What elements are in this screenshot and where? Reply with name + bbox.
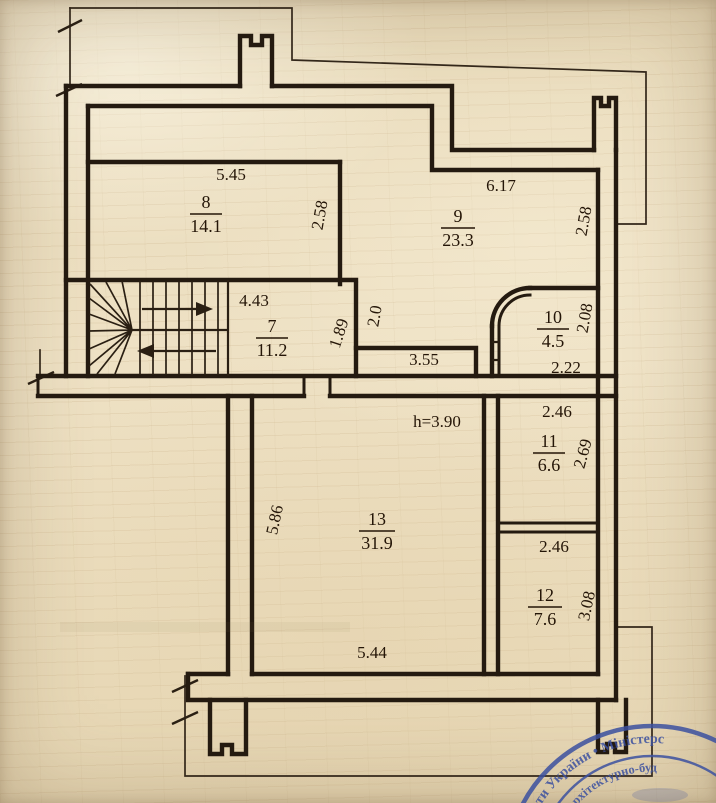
room-7-label: 7 11.2 [256,316,288,360]
room9-bottom-wall [353,345,479,379]
ceiling-height-note: h=3.90 [413,412,461,431]
dim-room13-bottom: 5.44 [357,643,387,662]
stamp-smudge [632,788,688,802]
room-10-label: 10 4.5 [537,307,569,351]
tick-mark [57,18,83,34]
dim-room7-top: 4.43 [239,291,269,310]
faint-handwriting-smudge [60,622,350,632]
room-13-label: 13 31.9 [359,509,395,553]
tick-mark [171,710,199,726]
dim-room8-top: 5.45 [216,165,246,184]
dim-room9-right: 2.58 [572,205,596,238]
top-wall-inner [85,103,601,173]
room-area: 14.1 [190,216,222,236]
room-number: 10 [544,307,562,327]
room11-12-divider [496,521,600,534]
room-12-label: 12 7.6 [528,585,562,629]
rooms11-12-left-wall [481,393,501,677]
room-number: 12 [536,585,554,605]
tick-mark [171,678,199,694]
room-area: 31.9 [361,533,393,553]
chimney-bottom-left [207,697,249,757]
outline-top-right [69,7,647,225]
dimension-labels: 5.45 2.58 6.17 2.58 4.43 1.89 2.0 3.55 2… [216,165,599,662]
chimney-bottom-right [595,697,629,755]
room-9-label: 9 23.3 [441,206,475,250]
room-number: 8 [202,192,211,212]
room-area: 7.6 [534,609,557,629]
stamp-outer-ring [520,723,716,803]
room-area: 23.3 [442,230,474,250]
dim-hall-width: 3.55 [409,350,439,369]
room-number: 7 [268,316,277,336]
dim-room9-left-lower: 2.0 [363,304,385,328]
stair-up-arrow-head [196,302,213,316]
middle-wall-caps [36,374,332,398]
room-number: 13 [368,509,386,529]
room-number: 9 [454,206,463,226]
stair-down-arrow-head [137,344,154,358]
official-stamp: ти України • Міністерс архітектурно-буд [520,723,716,803]
room-area: 11.2 [257,340,288,360]
room-11-label: 11 6.6 [533,431,565,475]
dim-room10-right: 2.08 [573,302,597,335]
bottom-wall-outer [185,671,619,703]
projection-outline [39,7,653,777]
room-area: 4.5 [542,331,565,351]
dimension-ticks [27,18,199,726]
room13-left-wall [225,393,255,677]
stair-winder-treads [88,280,133,375]
stair-treads [139,281,219,375]
room-number: 11 [540,431,557,451]
stamp-inner-ring [557,754,716,803]
chimney-top-right [591,95,619,153]
dim-niche: 1.89 [325,316,352,350]
exterior-walls [63,33,629,757]
staircase [88,280,230,376]
dim-room12-right: 3.08 [574,589,599,622]
dim-room13-left: 5.86 [262,503,287,536]
chimney-top-left [237,33,275,89]
room-labels: 8 14.1 9 23.3 7 11.2 10 4.5 11 6.6 12 7.… [190,192,569,629]
dim-room8-right: 2.58 [308,199,332,232]
outline-bottom [184,626,653,777]
dim-room10-bottom: 2.22 [551,358,581,377]
dim-room9-top: 6.17 [486,176,516,195]
dim-room11-right: 2.69 [570,437,596,471]
room10-curved-wall-inner [497,293,532,328]
dim-room12-top: 2.46 [539,537,569,556]
dim-room11-top: 2.46 [542,402,572,421]
room-8-label: 8 14.1 [190,192,222,236]
interior-walls [35,159,619,677]
room10-curved-wall-outer [489,285,533,329]
room-area: 6.6 [538,455,561,475]
top-wall-outer-right [269,83,597,153]
room10-door-jambs [492,340,499,362]
